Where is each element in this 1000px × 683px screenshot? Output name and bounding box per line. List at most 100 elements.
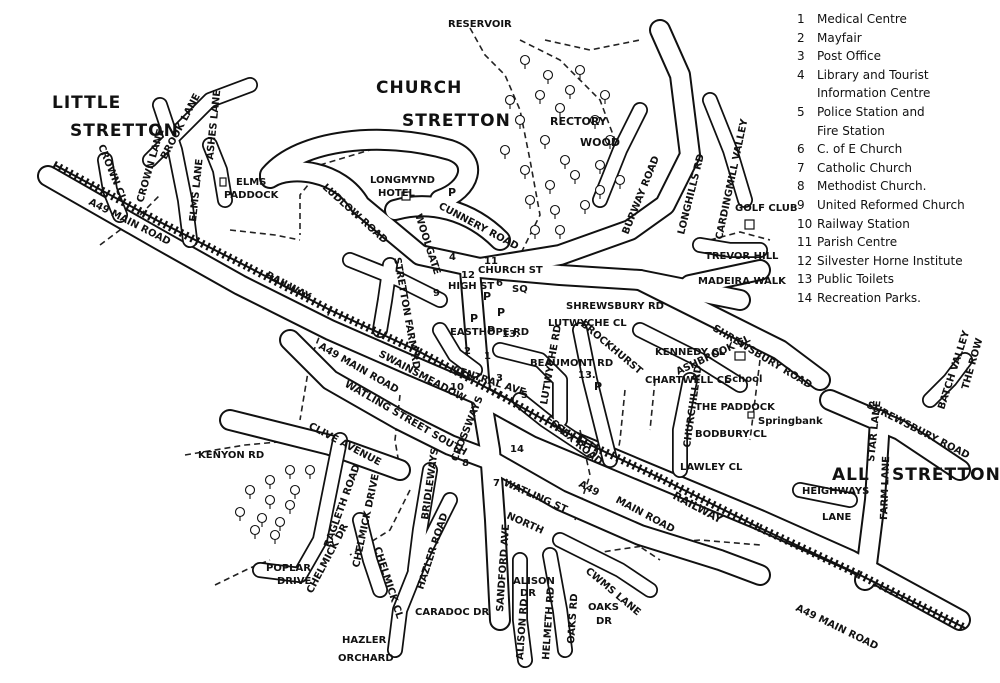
tree-icon (269, 529, 281, 541)
railway-tie (849, 567, 856, 576)
railway-tie (414, 346, 420, 355)
railway-tie (247, 263, 253, 273)
railway-tie (252, 266, 259, 275)
label-trevor-hill: TREVOR HILL (705, 251, 779, 262)
railway-tie (115, 195, 122, 204)
railway-tie (327, 305, 333, 315)
railway-tie (157, 217, 163, 227)
railway-tie (94, 183, 101, 192)
place-church-stretton-2: STRETTON (402, 111, 511, 131)
label-poplar-drive-2: DRIVE (277, 576, 311, 587)
legend-text-continued: Fire Station (817, 123, 885, 138)
marker-13b: 13. (578, 370, 596, 381)
label-farm-lane: FARM LANE (879, 456, 892, 520)
railway-tie (189, 234, 195, 243)
parking-p-5: P (487, 324, 495, 337)
railway-tie (464, 373, 471, 382)
railway-tie (926, 606, 933, 615)
railway-tie (305, 294, 312, 303)
railway-tie (916, 600, 922, 609)
railway-tie (642, 466, 648, 475)
tree-icon (264, 474, 276, 486)
railway-tie (737, 514, 744, 523)
railway-tie (800, 544, 807, 553)
railway-tie (354, 318, 360, 327)
railway-tie (937, 611, 944, 620)
railway-tie (125, 201, 132, 210)
marker-4: 4 (449, 252, 456, 263)
tree-icon (579, 199, 591, 211)
label-caradoc-dr: CARADOC DR (415, 607, 489, 618)
railway-tie (491, 387, 497, 396)
tree-icon (504, 94, 516, 106)
legend-text: Methodist Church. (817, 179, 927, 194)
tree-icon (264, 494, 276, 506)
label-chartwell-cl: CHARTWELL CL (645, 375, 731, 386)
railway-tie (588, 441, 594, 450)
railway-tie (387, 333, 393, 343)
railway-tie (316, 300, 322, 309)
railway-tie (408, 343, 415, 353)
railway-tie (609, 451, 616, 460)
railway-tie (512, 399, 519, 408)
tree-icon (284, 499, 296, 511)
railway-tie (889, 587, 895, 596)
label-alison-dr-2: DR (520, 588, 536, 599)
railway-tie (289, 286, 296, 295)
railway-tie (873, 579, 879, 588)
railway-tie (838, 562, 845, 571)
legend-number: 1 (797, 12, 805, 26)
legend-number: 13 (797, 272, 813, 287)
place-church-stretton-1: CHURCH (376, 78, 462, 98)
label-hazler-orchard-2: ORCHARD (338, 653, 394, 664)
railway-tie (620, 456, 627, 465)
marker-12: 12 (461, 270, 475, 281)
railway-tie (268, 275, 275, 284)
railway-tie (343, 313, 349, 322)
label-elms-paddock-1: ELMS (236, 177, 266, 188)
railway-tie (183, 231, 190, 240)
house-1 (219, 177, 227, 187)
railway-tie (284, 283, 291, 292)
railway-tie (748, 519, 755, 528)
railway-tie (427, 353, 434, 362)
label-school: School (725, 374, 762, 385)
marker-5: 5 (521, 390, 528, 401)
railway-tie (921, 603, 928, 612)
label-reservoir: RESERVOIR (448, 19, 512, 30)
marker-11: 11 (484, 256, 498, 267)
railway-tie (279, 280, 285, 289)
railway-tie (242, 261, 249, 270)
legend-text-continued: Information Centre (817, 86, 931, 101)
legend-text: Library and Tourist (817, 67, 929, 82)
railway-tie (883, 584, 890, 593)
parking-markers: P P P P P P (448, 186, 602, 393)
parking-p-3: P (497, 306, 505, 319)
marker-8: 8 (462, 458, 469, 469)
tree-icon (569, 169, 581, 181)
label-beaumont-rd: BEAUMONT RD (530, 358, 613, 369)
label-alison-rd: ALISON RD (515, 598, 530, 660)
railway-tie (57, 163, 64, 172)
railway-tie (332, 308, 339, 317)
parking-p-4: P (470, 312, 478, 325)
railway-tie (370, 326, 377, 335)
railway-tie (673, 481, 679, 491)
legend-text: Parish Centre (817, 235, 898, 250)
railway-tie (178, 228, 185, 237)
railway-tie (710, 500, 717, 509)
springbank-building (747, 411, 755, 419)
tree-icon (564, 84, 576, 96)
railway-tie (626, 459, 632, 468)
label-poplar-drive-1: POPLAR (266, 563, 311, 574)
label-sq: SQ (512, 284, 528, 295)
legend-number: 11 (797, 235, 813, 250)
railway-tie (684, 487, 690, 496)
label-church-st: CHURCH ST (478, 265, 543, 276)
label-a49-3: A49 (577, 479, 601, 499)
label-hazler-orchard-1: HAZLER (342, 635, 387, 646)
